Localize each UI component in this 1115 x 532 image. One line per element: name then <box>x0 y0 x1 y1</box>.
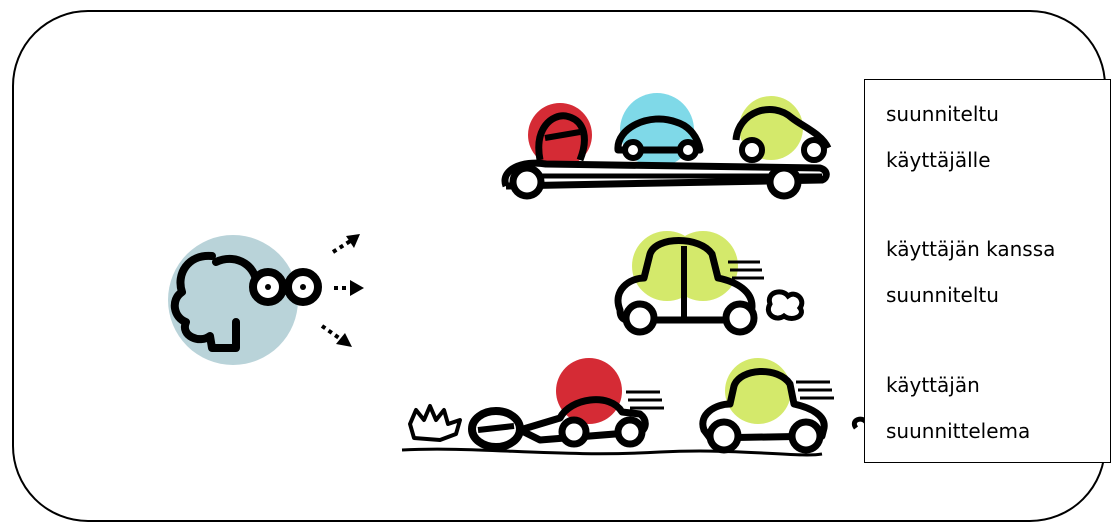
legend-line-1: suunniteltu <box>886 104 999 124</box>
legend-box: suunniteltu käyttäjälle käyttäjän kanssa… <box>864 79 1111 463</box>
legend-line-2: käyttäjälle <box>886 150 991 170</box>
double-car-icon <box>618 231 802 332</box>
legend-line-5: käyttäjän <box>886 375 980 395</box>
legend-line-6: suunnittelema <box>886 421 1030 441</box>
observer-icon <box>168 234 364 365</box>
legend-line-4: suunniteltu <box>886 285 999 305</box>
speeding-car-icon <box>703 358 866 450</box>
legend-line-3: käyttäjän kanssa <box>886 239 1055 259</box>
car-carrier-icon <box>505 93 828 196</box>
